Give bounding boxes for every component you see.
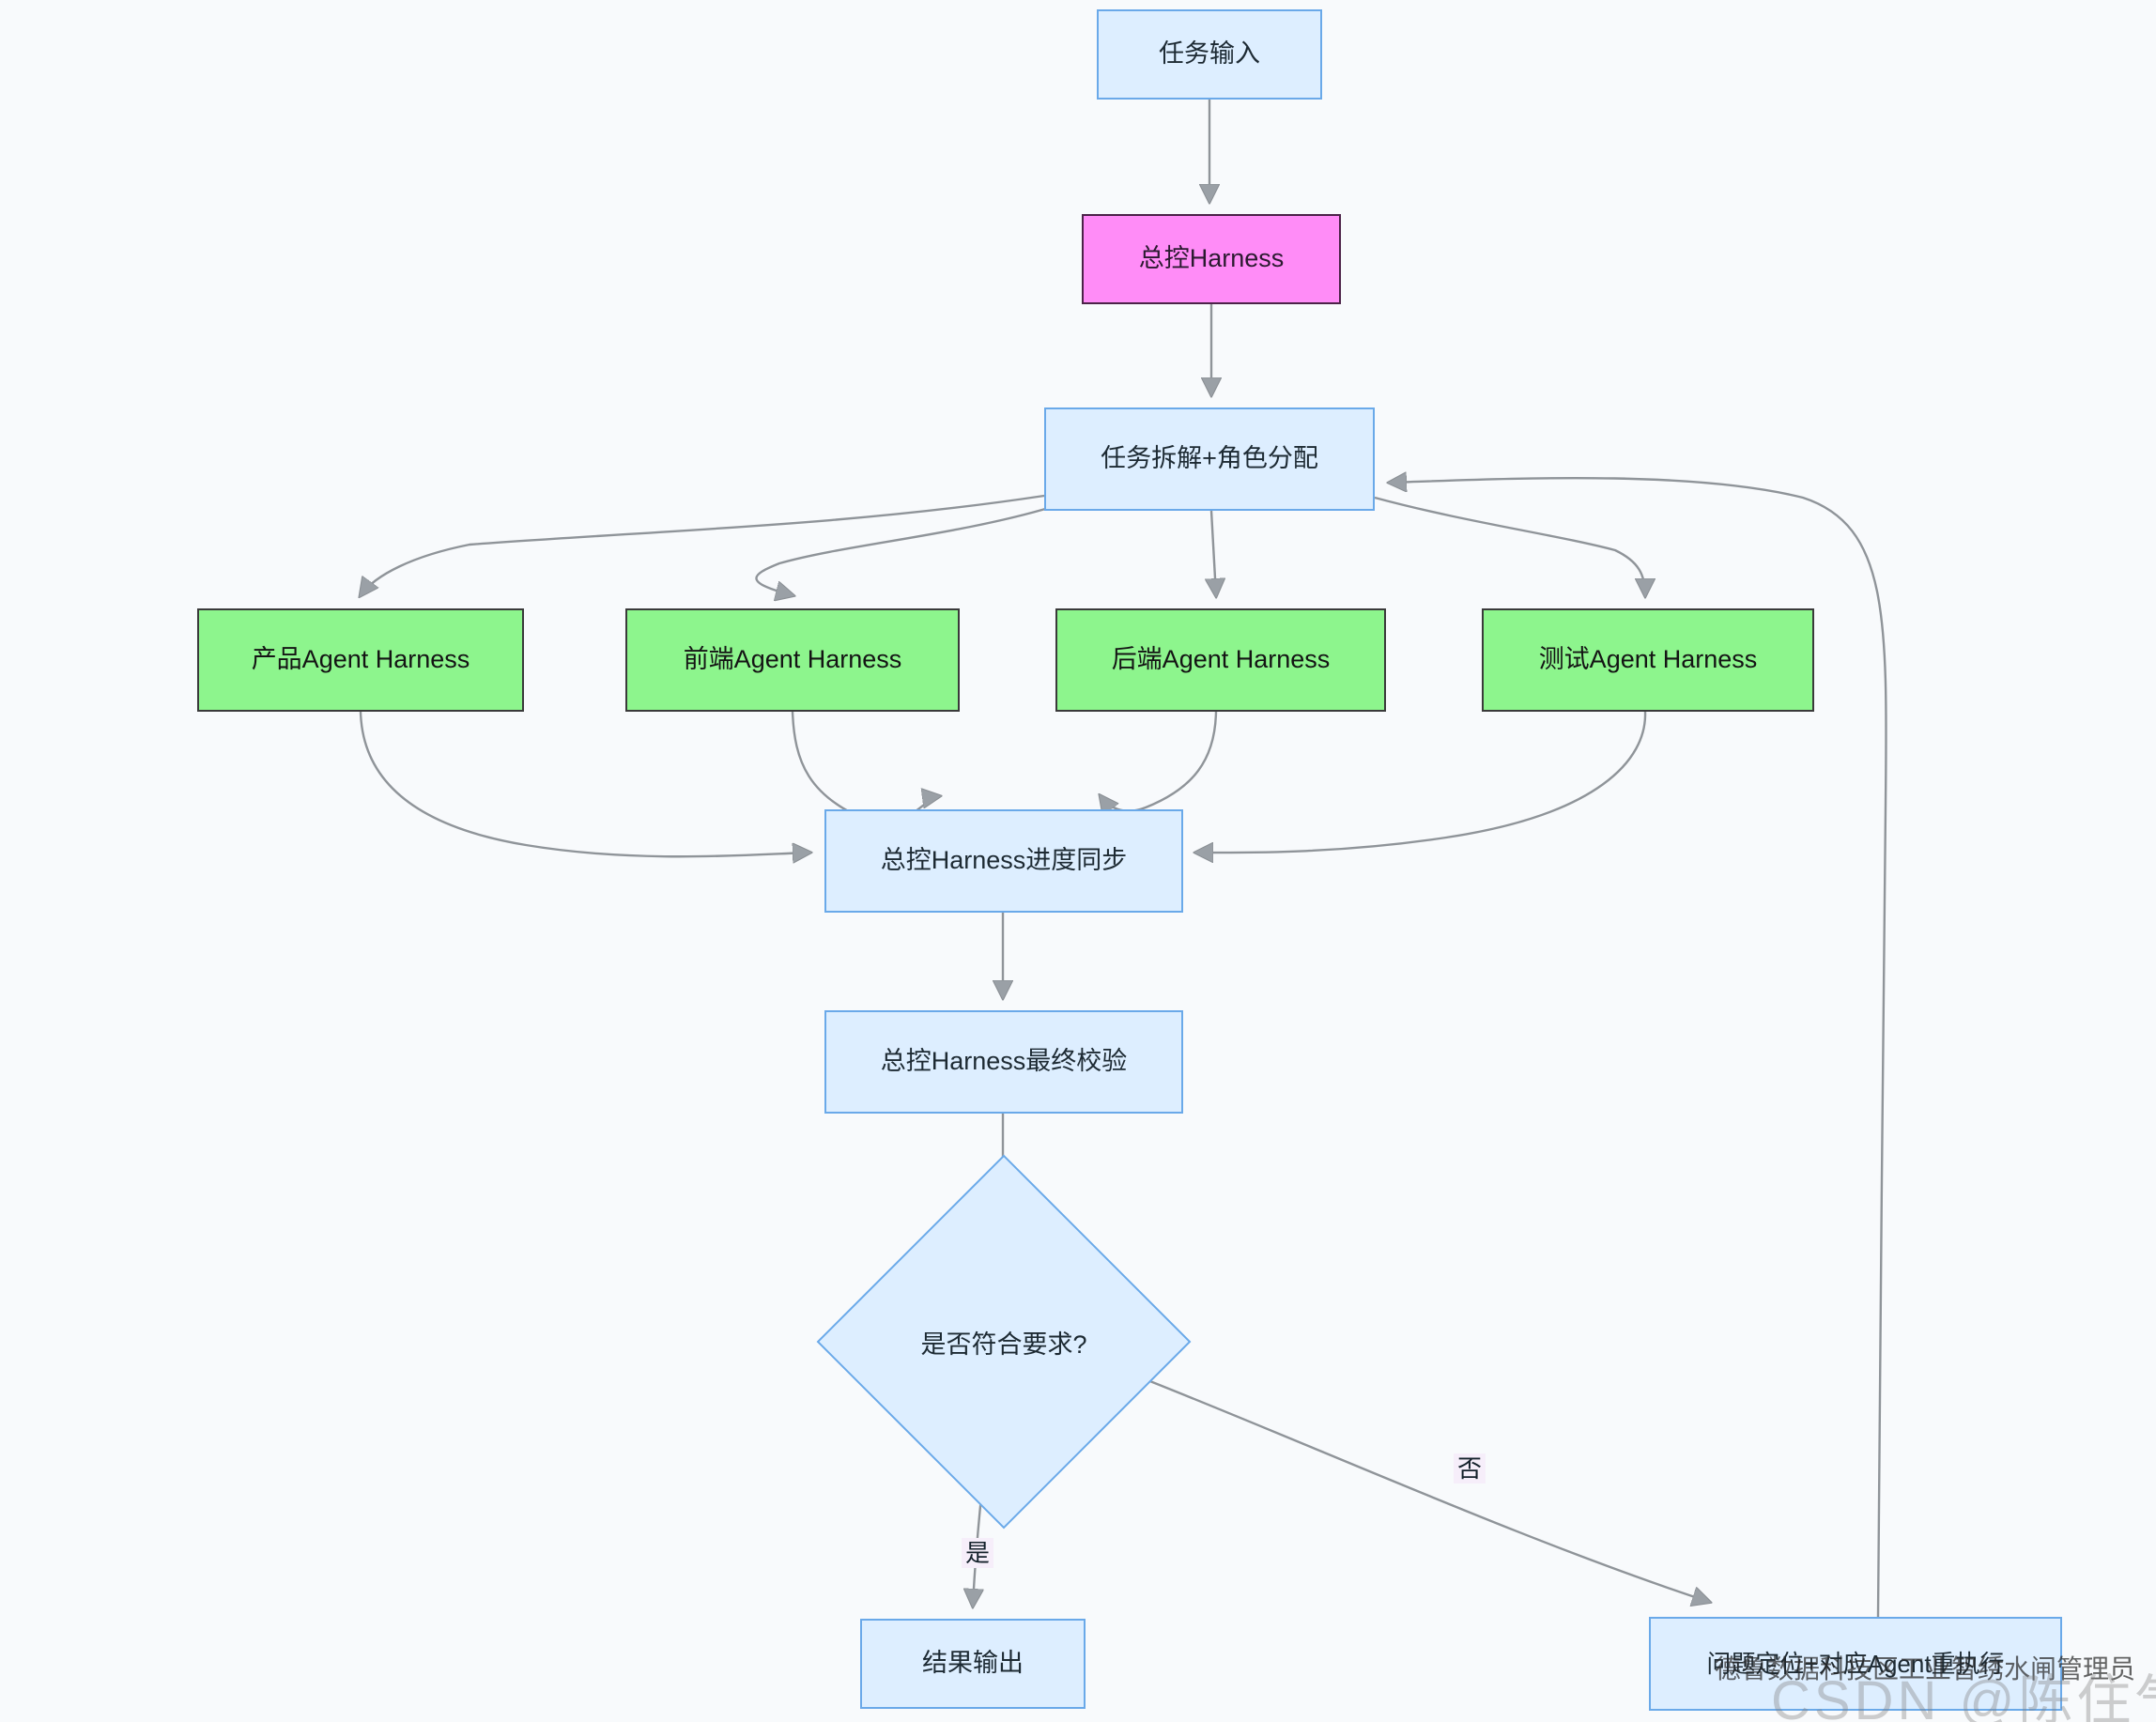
node-label: 任务拆解+角色分配 [1101, 444, 1318, 473]
node-label: 前端Agent Harness [683, 645, 902, 674]
node-label: 任务输入 [1159, 39, 1260, 69]
node-agent-product[interactable]: 产品Agent Harness [197, 608, 524, 712]
node-label: 结果输出 [922, 1649, 1024, 1678]
node-label: 总控Harness [1138, 244, 1285, 273]
node-label: 总控Harness最终校验 [880, 1047, 1128, 1076]
node-task-input[interactable]: 任务输入 [1097, 9, 1322, 100]
node-label: 问题定位+对应Agent重执行 [1706, 1649, 2005, 1678]
edge-label-no: 否 [1454, 1453, 1486, 1484]
node-result-output[interactable]: 结果输出 [860, 1619, 1086, 1709]
node-task-split[interactable]: 任务拆解+角色分配 [1044, 407, 1375, 511]
node-label: 测试Agent Harness [1538, 645, 1758, 674]
node-label: 是否符合要求? [920, 1330, 1087, 1359]
node-decision-requirements[interactable]: 是否符合要求? [816, 1154, 1192, 1530]
node-progress-sync[interactable]: 总控Harness进度同步 [824, 809, 1183, 913]
node-problem-rerun[interactable]: 问题定位+对应Agent重执行 [1649, 1617, 2062, 1711]
node-final-verify[interactable]: 总控Harness最终校验 [824, 1010, 1183, 1114]
node-agent-frontend[interactable]: 前端Agent Harness [625, 608, 960, 712]
node-master-harness[interactable]: 总控Harness [1082, 214, 1341, 304]
edge-label-yes: 是 [962, 1538, 994, 1568]
node-label: 产品Agent Harness [251, 645, 470, 674]
node-agent-test[interactable]: 测试Agent Harness [1482, 608, 1814, 712]
node-label: 总控Harness进度同步 [880, 846, 1128, 875]
node-agent-backend[interactable]: 后端Agent Harness [1055, 608, 1386, 712]
node-label: 后端Agent Harness [1111, 645, 1331, 674]
